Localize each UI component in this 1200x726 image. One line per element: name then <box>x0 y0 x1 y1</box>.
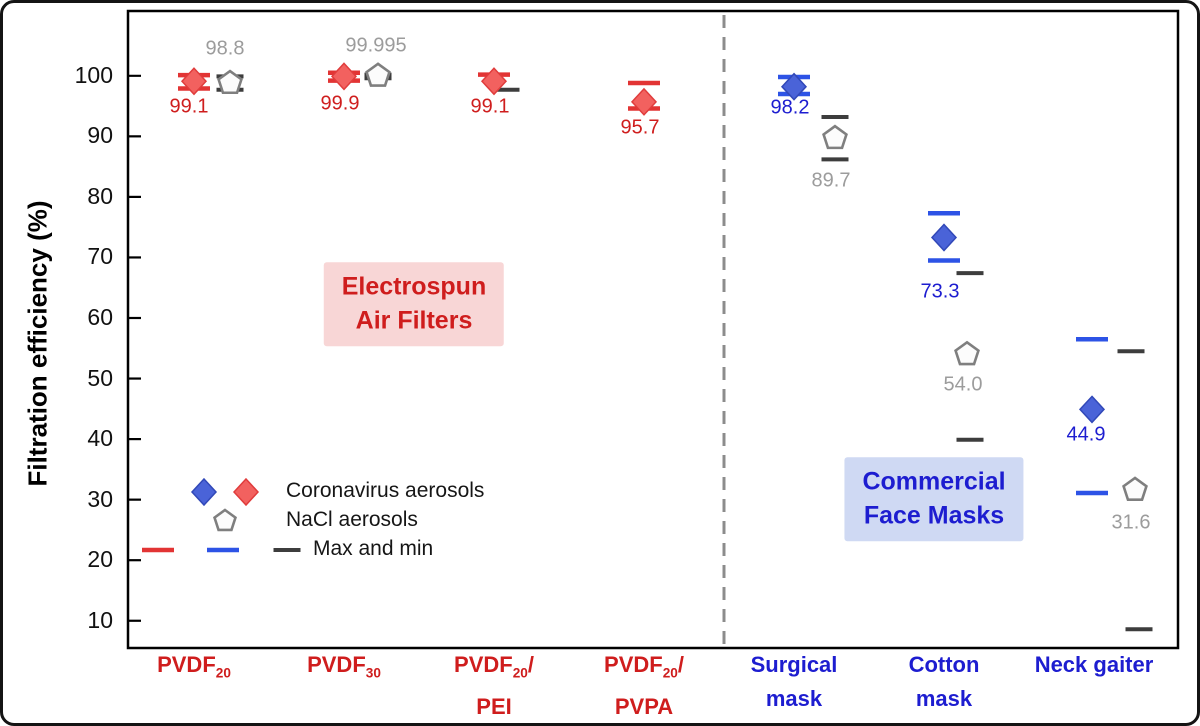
x-category-label-line: mask <box>909 682 980 716</box>
y-tick-label: 30 <box>87 485 113 512</box>
label-subscript: 20 <box>512 665 528 681</box>
x-category-label-line: PVDF20 <box>157 648 231 690</box>
label-text: / <box>677 652 684 677</box>
legend-diamond-blue-icon <box>190 477 218 507</box>
legend-item-label: NaCl aerosols <box>286 508 418 531</box>
data-point-pentagon <box>954 340 980 366</box>
data-point-diamond-blue <box>780 72 808 101</box>
y-tick-label: 80 <box>87 182 113 209</box>
y-tick-label: 90 <box>87 122 113 149</box>
legend-pentagon-icon <box>213 508 237 532</box>
x-category-label: PVDF30 <box>307 648 381 690</box>
x-category-label-line: PVDF20/ <box>604 648 684 690</box>
x-category-label: Surgical mask <box>751 648 838 716</box>
y-tick-label: 40 <box>87 425 113 452</box>
chart-canvas <box>126 9 1180 650</box>
data-point-pentagon <box>822 124 848 150</box>
x-category-label: PVDF20/PVPA <box>604 648 684 723</box>
label-text: Neck gaiter <box>1034 652 1154 677</box>
y-tick-label: 70 <box>87 243 113 270</box>
label-text: Surgical <box>750 652 838 677</box>
data-point-pentagon <box>1122 476 1148 501</box>
label-text: PVPA <box>614 694 674 720</box>
value-label: 89.7 <box>811 169 851 192</box>
data-point-diamond-red <box>480 67 508 96</box>
data-point-pentagon <box>217 69 243 95</box>
label-text: mask <box>915 686 973 711</box>
data-point-diamond-red <box>630 87 658 116</box>
value-label: 98.8 <box>205 37 245 60</box>
x-category-label: PVDF20 <box>157 648 231 690</box>
x-category-label-line: PEI <box>454 690 534 723</box>
x-category-label-line: PVDF20/ <box>454 648 534 690</box>
x-category-label-line: Neck gaiter <box>1035 648 1154 682</box>
data-point-diamond-red <box>330 62 358 91</box>
label-subscript: 20 <box>662 665 678 681</box>
legend-item-label: Max and min <box>313 537 434 560</box>
x-category-label-line: Cotton <box>909 648 980 682</box>
label-text: PVDF <box>454 652 513 677</box>
x-category-label-line: Surgical <box>751 648 838 682</box>
value-label: 99.1 <box>470 95 510 118</box>
data-point-diamond-blue <box>930 223 958 252</box>
y-tick-label: 60 <box>87 303 113 330</box>
label-text: PVDF <box>604 652 663 677</box>
x-category-label: Cotton mask <box>909 648 980 716</box>
label-text: Cotton <box>908 652 980 677</box>
label-text: PEI <box>476 694 512 720</box>
value-label: 99.995 <box>345 34 407 57</box>
plot-frame <box>126 9 1180 650</box>
data-point-diamond-red <box>180 67 208 96</box>
data-point-diamond-blue <box>1078 395 1106 424</box>
value-label: 73.3 <box>920 280 960 303</box>
value-label: 99.9 <box>320 92 360 115</box>
value-label: 98.2 <box>770 96 810 119</box>
label-text: PVDF <box>157 652 216 677</box>
label-subscript: 20 <box>215 665 231 681</box>
annotation-line: Face Masks <box>863 501 1005 529</box>
value-label: 95.7 <box>620 116 660 139</box>
label-text: / <box>527 652 534 677</box>
y-tick-label: 10 <box>87 606 113 633</box>
annotation-line: Commercial <box>862 467 1006 496</box>
value-label: 54.0 <box>943 373 983 396</box>
label-text: mask <box>765 686 823 711</box>
y-tick-label: 100 <box>74 61 113 88</box>
label-text: PVDF <box>307 652 366 677</box>
x-category-label-line: mask <box>751 682 838 716</box>
legend-diamond-red-icon <box>232 477 260 507</box>
x-category-label: Neck gaiter <box>1035 648 1154 682</box>
annotation-line: Electrospun <box>341 272 487 301</box>
y-tick-label: 20 <box>87 546 113 573</box>
data-point-pentagon <box>365 62 391 87</box>
x-category-label-line: PVPA <box>604 690 684 723</box>
value-label: 44.9 <box>1066 423 1106 446</box>
y-tick-label: 50 <box>87 364 113 391</box>
x-category-label-line: PVDF30 <box>307 648 381 690</box>
value-label: 99.1 <box>169 95 209 118</box>
label-subscript: 30 <box>365 665 381 681</box>
legend-item-label: Coronavirus aerosols <box>286 479 485 502</box>
annotation-line: Air Filters <box>355 306 473 334</box>
value-label: 31.6 <box>1111 511 1151 534</box>
x-category-label: PVDF20/PEI <box>454 648 534 723</box>
